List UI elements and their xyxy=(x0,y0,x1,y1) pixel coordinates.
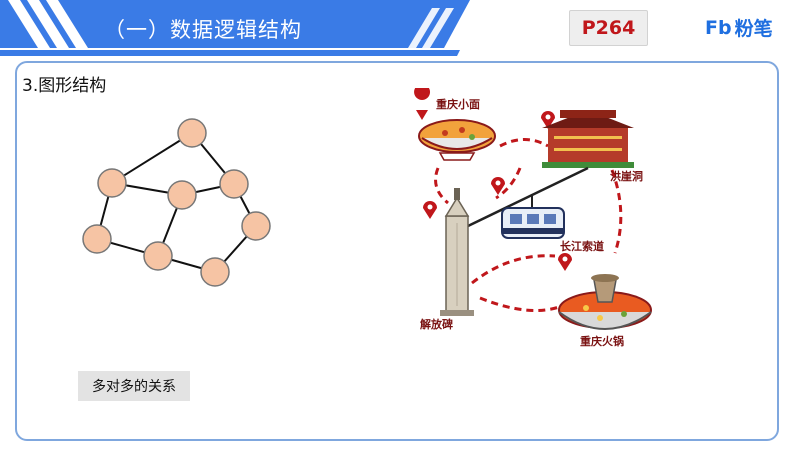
place-label-hongyadong: 洪崖洞 xyxy=(610,169,643,183)
place-label-monument: 解放碑 xyxy=(420,317,453,331)
graph-node xyxy=(97,168,127,198)
graph-node xyxy=(143,241,173,271)
route-hongyadong-hotpot xyxy=(610,169,623,254)
hongyadong-building-icon xyxy=(542,110,634,168)
route-monument-hotpot xyxy=(479,296,563,312)
noodle-bowl-icon xyxy=(418,119,496,161)
chongqing-route-map: 重庆小面 洪崖洞 长江索道 解放碑 重庆火锅 xyxy=(414,88,652,348)
map-pin-icon xyxy=(491,177,505,195)
route-center xyxy=(495,167,522,200)
map-pins xyxy=(414,88,572,271)
graph-node xyxy=(219,169,249,199)
section-title: 3.图形结构 xyxy=(22,76,107,96)
map-pin-icon xyxy=(541,111,555,129)
page-reference-badge: P264 xyxy=(569,10,648,46)
place-label-noodles: 重庆小面 xyxy=(436,97,480,111)
header-banner xyxy=(0,0,470,56)
route-monument-cableway xyxy=(471,254,556,285)
jiefangbei-monument-icon xyxy=(440,188,474,316)
map-pin-icon xyxy=(558,253,572,271)
map-pin-icon xyxy=(423,201,437,219)
header-stripes-decoration xyxy=(8,0,88,48)
graph-node xyxy=(82,224,112,254)
hotpot-icon xyxy=(558,274,652,330)
map-pin-icon xyxy=(414,88,430,120)
graph-nodes xyxy=(82,118,271,287)
place-label-hotpot: 重庆火锅 xyxy=(580,334,624,348)
relationship-note: 多对多的关系 xyxy=(78,371,190,401)
brand-mark-text: Fb xyxy=(705,16,732,39)
graph-node xyxy=(177,118,207,148)
brand-logo: Fb 粉笔 xyxy=(705,14,773,41)
content-frame xyxy=(15,61,779,441)
header-slash-decoration xyxy=(408,8,454,48)
graph-edge xyxy=(111,132,193,184)
cable-car-icon xyxy=(467,166,589,239)
graph-node xyxy=(167,180,197,210)
header: （一）数据逻辑结构 P264 Fb 粉笔 xyxy=(0,0,800,60)
page-title: （一）数据逻辑结构 xyxy=(104,18,302,42)
route-lines xyxy=(434,138,623,312)
brand-name-text: 粉笔 xyxy=(734,18,773,40)
graph-node xyxy=(241,211,271,241)
route-noodles-hongyadong xyxy=(499,138,549,148)
graph-node xyxy=(200,257,230,287)
place-label-cableway: 长江索道 xyxy=(560,239,604,253)
route-noodles-monument xyxy=(434,167,449,205)
graph-structure-diagram xyxy=(82,118,271,287)
